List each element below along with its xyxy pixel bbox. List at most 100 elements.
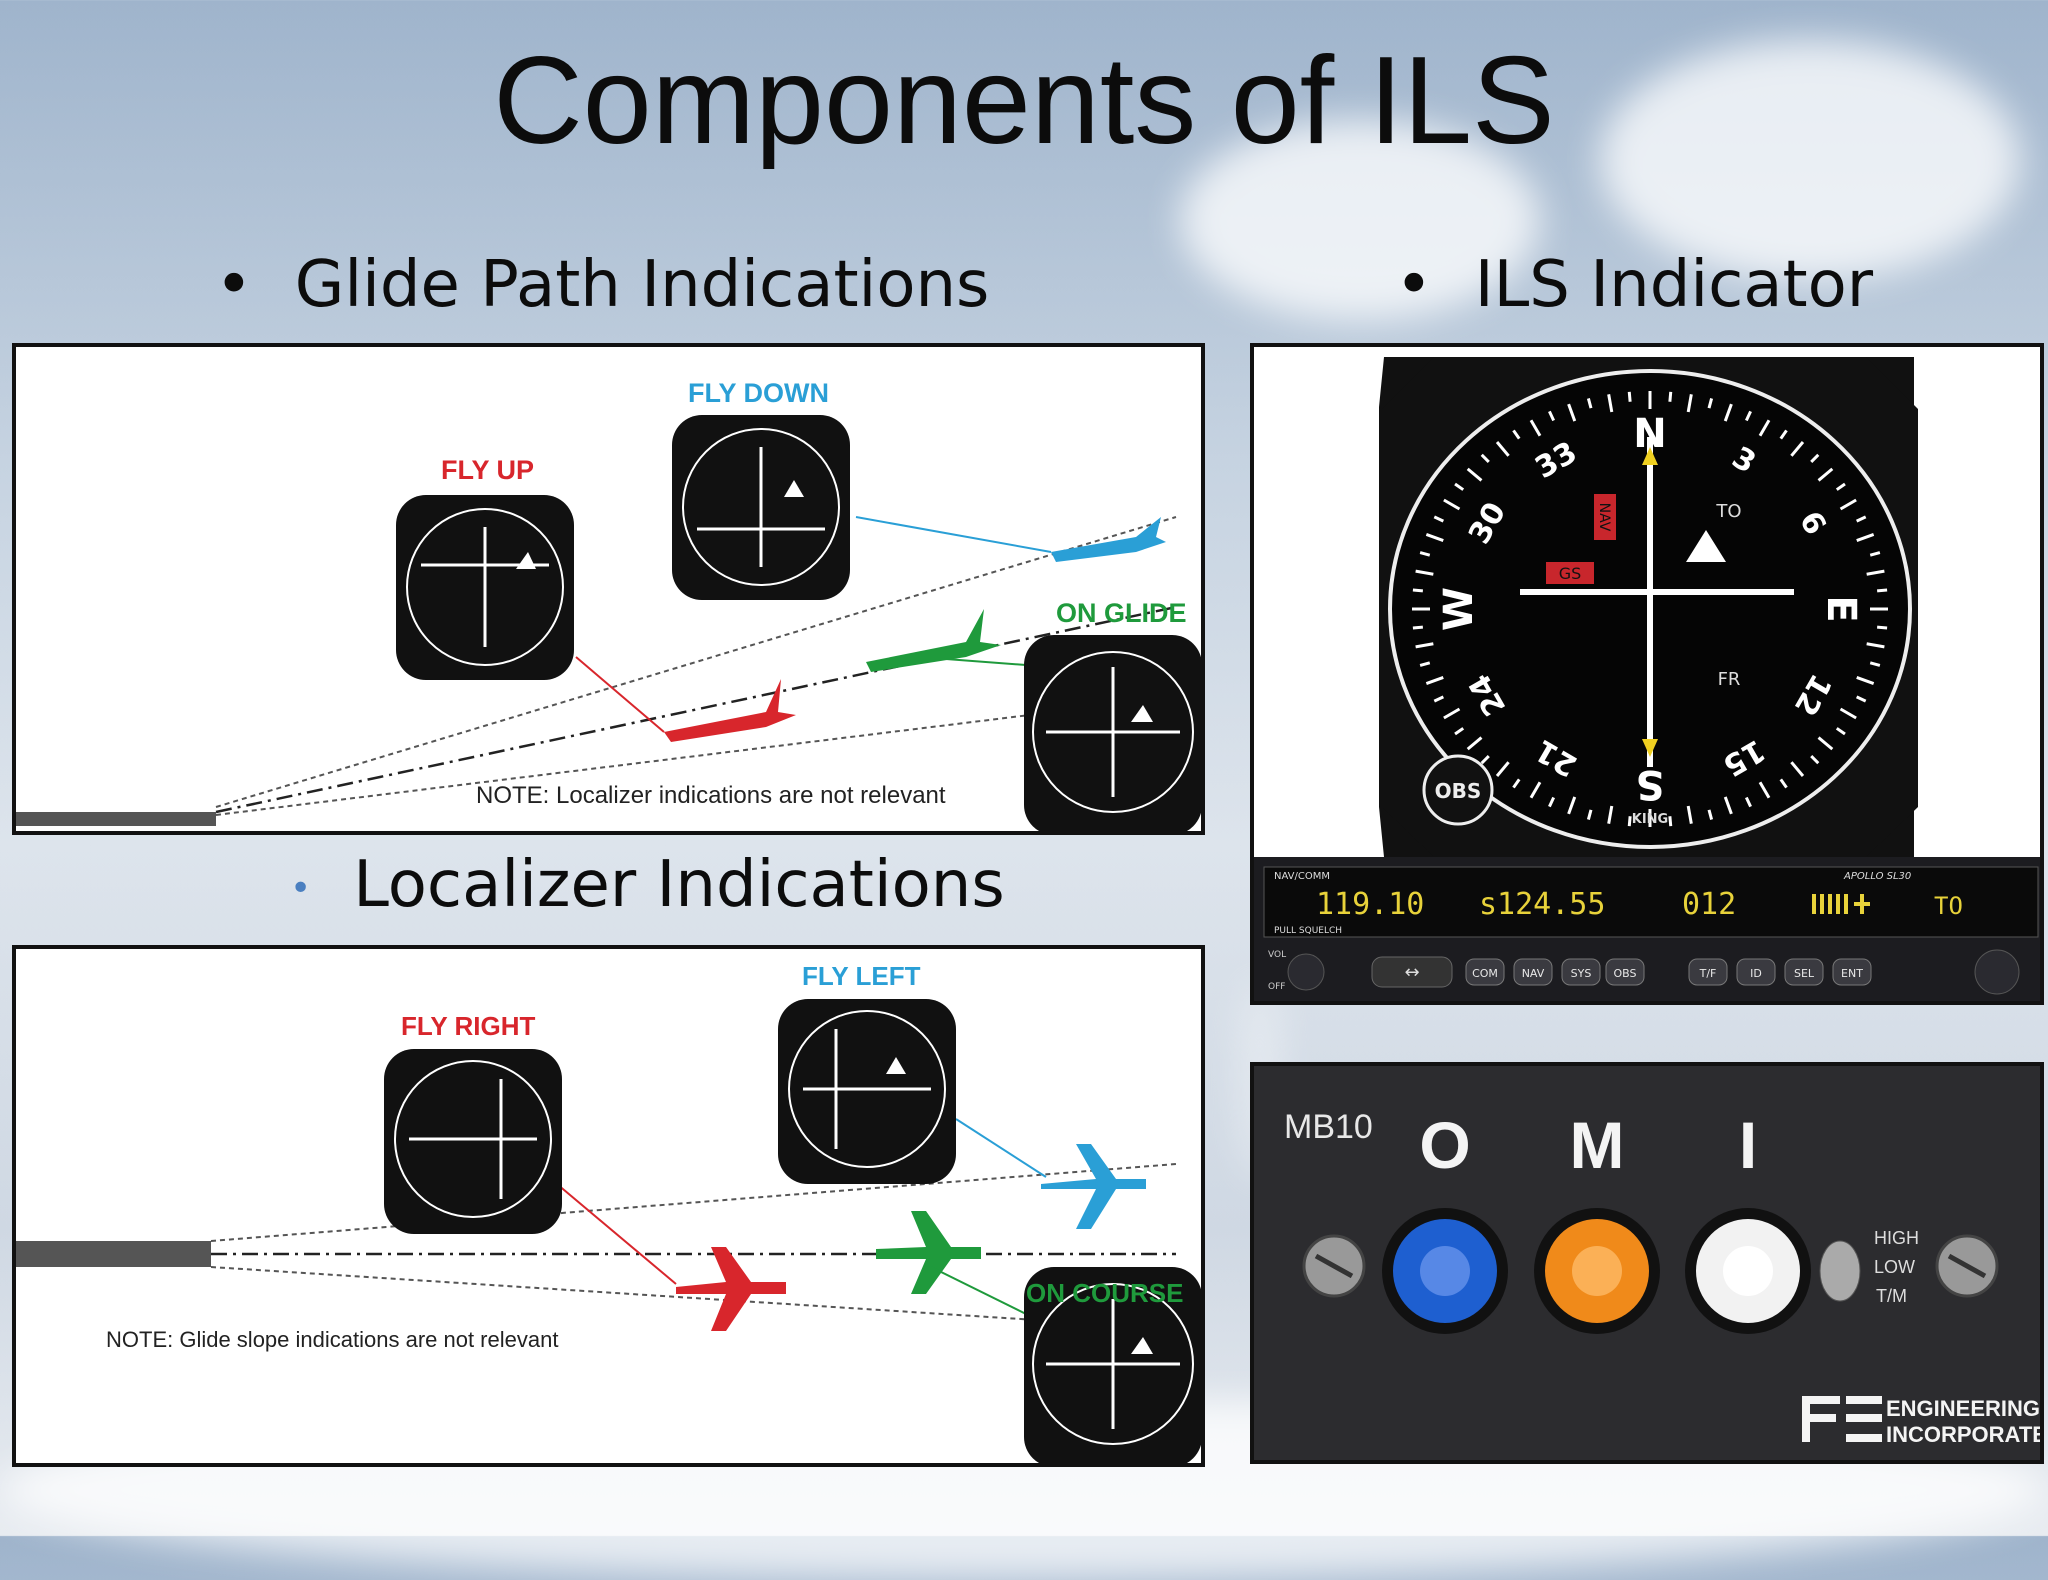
compass-tick (1412, 588, 1423, 593)
instrument-fly-left (778, 999, 956, 1184)
compass-tick (1686, 805, 1693, 824)
glide-path-heading-text: Glide Path Indications (294, 248, 990, 322)
inner-marker-label: I (1739, 1108, 1757, 1182)
compass-tick (1866, 569, 1885, 576)
runway (16, 812, 216, 826)
compass-tick (1668, 391, 1673, 402)
ils-indicator-heading-text: ILS Indicator (1474, 248, 1874, 322)
airplane-blue (1041, 1144, 1146, 1229)
radio-button-nav[interactable] (1513, 958, 1553, 986)
switch-high-label: HIGH (1874, 1228, 1919, 1248)
compass-tick (1817, 736, 1834, 751)
compass-tick (1512, 778, 1521, 789)
ps-engineering-logo (1802, 1396, 1882, 1442)
compass-label: W (1436, 587, 1482, 631)
radio-display (1263, 866, 2039, 938)
radio-button-ent[interactable] (1832, 958, 1872, 986)
fly-up-label: FLY UP (441, 455, 534, 485)
compass-tick (1433, 695, 1444, 703)
compass-tick (1723, 796, 1733, 815)
compass-tick (1668, 816, 1673, 827)
compass-tick (1817, 467, 1834, 482)
outer-marker-label: O (1419, 1108, 1470, 1182)
tuning-knob[interactable] (1974, 949, 2020, 995)
compass-tick (1869, 551, 1881, 557)
on-glide-arrow (945, 658, 1027, 666)
compass-tick (1758, 781, 1771, 799)
brand-label: KING (1632, 812, 1668, 827)
compass-tick (1567, 796, 1577, 815)
compass-tick (1744, 796, 1752, 808)
cdi-bar-graph (1812, 894, 1870, 914)
compass-tick (1454, 727, 1465, 736)
radio-button-label: NAV (1522, 967, 1545, 980)
compass-tick (1586, 398, 1593, 409)
radio-button-label: SYS (1571, 967, 1592, 980)
localizer-note: NOTE: Glide slope indications are not re… (106, 1327, 558, 1352)
on-glide-label: ON GLIDE (1056, 598, 1187, 628)
compass-tick (1627, 816, 1632, 827)
volume-knob[interactable] (1287, 953, 1325, 991)
compass-tick (1723, 403, 1733, 422)
radio-header-left: NAV/COMM (1274, 871, 1330, 882)
radio-active-frequency: 119.10 (1316, 887, 1424, 922)
radio-button-label: T/F (1699, 967, 1717, 980)
compass-tick (1790, 761, 1805, 777)
compass-tick (1454, 482, 1465, 491)
mounting-screw-right-slot (1947, 1253, 1987, 1279)
gs-flag-text: GS (1559, 564, 1582, 583)
compass-tick (1443, 707, 1461, 720)
radio-button-com[interactable] (1465, 958, 1505, 986)
localizer-heading-text: Localizer Indications (353, 848, 1005, 922)
sensitivity-switch[interactable] (1819, 1240, 1861, 1302)
airplane-green (866, 609, 1001, 672)
compass-tick (1480, 453, 1490, 463)
frequency-swap-button[interactable] (1371, 956, 1453, 988)
radio-standby-frequency: s124.55 (1479, 887, 1605, 922)
switch-low-label: LOW (1874, 1257, 1915, 1277)
nav-flag (1594, 494, 1616, 540)
radio-button-sel[interactable] (1784, 958, 1824, 986)
radio-button-id[interactable] (1736, 958, 1776, 986)
bullet-dot: • (290, 867, 312, 909)
compass-tick (1529, 419, 1542, 437)
compass-tick (1866, 642, 1885, 649)
obs-knob[interactable] (1422, 754, 1494, 826)
localizer-heading: • Localizer Indications (290, 848, 1005, 922)
compass-tick (1686, 394, 1693, 413)
compass-tick (1495, 761, 1510, 777)
compass-tick (1548, 796, 1556, 808)
glide-path-diagram: FLY UP FLY DOWN ON GLIDE NOTE: Localizer… (12, 343, 1205, 835)
compass-tick (1707, 809, 1714, 820)
compass-tick (1877, 588, 1888, 593)
fly-down-label: FLY DOWN (688, 378, 829, 408)
compass-tick (1839, 707, 1857, 720)
compass-tick (1419, 551, 1431, 557)
radio-squelch-label: PULL SQUELCH (1274, 926, 1342, 936)
airplane-blue (1051, 517, 1166, 562)
compass-tick (1425, 533, 1444, 543)
radio-button-label: SEL (1794, 967, 1815, 980)
background-cloud (1600, 40, 2020, 280)
radio-button-label: ENT (1841, 967, 1863, 980)
brand-line2: INCORPORATED (1886, 1422, 2044, 1447)
lubber-line-top (1642, 447, 1658, 465)
compass-tick (1810, 755, 1820, 765)
radio-button-sys[interactable] (1561, 958, 1601, 986)
compass-tick (1856, 533, 1875, 543)
radio-button-tf[interactable] (1688, 958, 1728, 986)
bullet-dot: • (1395, 248, 1433, 322)
fly-right-label: FLY RIGHT (401, 1011, 535, 1041)
compass-label: S (1636, 761, 1665, 807)
radio-button-obs[interactable] (1605, 958, 1645, 986)
compass-tick (1480, 755, 1490, 765)
to-from-triangle (1686, 530, 1726, 562)
compass-tick (1419, 661, 1431, 667)
compass-tick (1415, 642, 1434, 649)
ils-indicator-heading: • ILS Indicator (1395, 248, 1873, 322)
obs-knob-label: OBS (1435, 779, 1482, 803)
compass-tick (1744, 410, 1752, 422)
instrument-fly-down (672, 415, 850, 600)
